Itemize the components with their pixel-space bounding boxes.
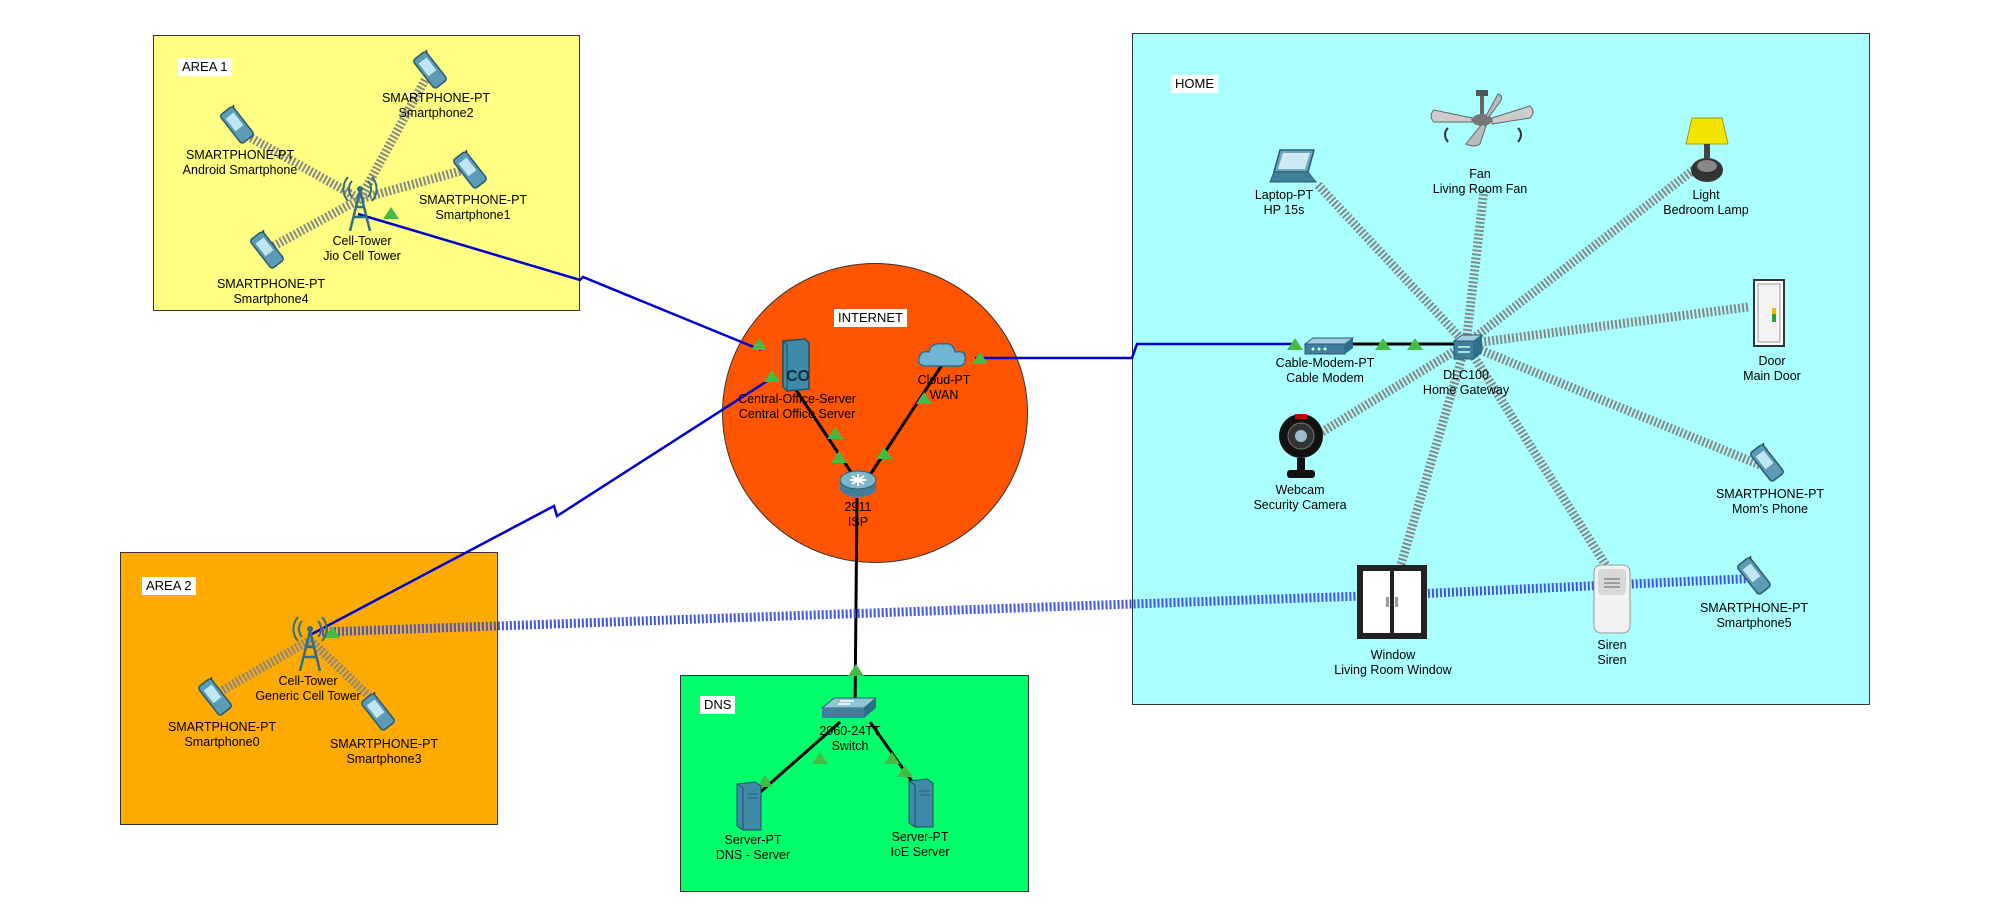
wireless-link-window-to-smartphone5[interactable]	[1391, 573, 1763, 600]
wireless-link-fan[interactable]	[1461, 189, 1489, 345]
lamp-icon[interactable]	[1682, 114, 1732, 186]
wireless-link-laptop[interactable]	[1314, 181, 1470, 348]
window-icon[interactable]	[1355, 563, 1429, 641]
link-up-marker	[751, 338, 767, 350]
smartphone-icon[interactable]	[215, 105, 259, 145]
server-icon[interactable]	[905, 775, 937, 829]
link-up-marker	[812, 752, 828, 764]
smartphone-icon[interactable]	[245, 230, 289, 270]
link-up-marker	[1407, 338, 1423, 350]
area2-title: AREA 2	[142, 577, 196, 595]
serial-link-wan-to-modem[interactable]	[975, 342, 1292, 360]
smartphone-icon[interactable]	[356, 692, 400, 732]
wireless-link-light[interactable]	[1463, 161, 1703, 348]
link-up-marker	[1287, 338, 1303, 350]
serial-link-jio-to-co[interactable]	[357, 212, 762, 352]
router-icon[interactable]	[838, 468, 878, 500]
wireless-link-webcam[interactable]	[1319, 340, 1469, 436]
area1-title: AREA 1	[178, 58, 232, 76]
smartphone-icon[interactable]	[448, 150, 492, 190]
copper-link-co-to-isp[interactable]	[794, 389, 857, 479]
link-up-marker	[831, 451, 847, 463]
home-gateway-icon[interactable]	[1452, 333, 1484, 363]
wireless-link-smartphone4[interactable]	[267, 195, 363, 252]
server-icon[interactable]	[733, 778, 765, 832]
link-up-marker	[764, 370, 780, 382]
area2-region: AREA 2	[120, 552, 498, 825]
link-up-marker	[757, 775, 773, 787]
wireless-link-door[interactable]	[1465, 302, 1749, 349]
link-up-marker	[324, 626, 340, 638]
dns-title: DNS	[700, 696, 736, 714]
internet-region: INTERNET	[722, 263, 1028, 563]
wireless-link-generic-tower-to-window[interactable]	[321, 590, 1393, 637]
wireless-link-smartphone1[interactable]	[358, 165, 466, 204]
link-up-marker	[972, 352, 988, 364]
link-up-marker	[1375, 338, 1391, 350]
door-icon[interactable]	[1752, 278, 1786, 348]
cable-modem-icon[interactable]	[1303, 336, 1355, 358]
area1-region: AREA 1	[153, 35, 580, 311]
siren-icon[interactable]	[1588, 563, 1636, 635]
link-up-marker	[884, 752, 900, 764]
link-up-marker	[848, 664, 864, 676]
internet-title: INTERNET	[834, 309, 907, 327]
copper-link-wan-to-isp[interactable]	[866, 364, 944, 479]
link-up-marker	[827, 427, 843, 439]
link-up-marker	[876, 447, 892, 459]
cell-tower-icon[interactable]	[292, 615, 328, 673]
webcam-icon[interactable]	[1278, 410, 1324, 482]
copper-link-switch-to-dns[interactable]	[756, 720, 841, 797]
cell-tower-icon[interactable]	[342, 175, 378, 233]
smartphone-icon[interactable]	[1732, 556, 1776, 596]
switch-icon[interactable]	[820, 696, 878, 722]
smartphone-icon[interactable]	[193, 677, 237, 717]
link-up-marker	[897, 765, 913, 777]
link-up-marker	[383, 207, 399, 219]
wireless-link-siren[interactable]	[1462, 341, 1616, 578]
home-title: HOME	[1171, 75, 1218, 93]
wireless-link-smartphone2[interactable]	[356, 77, 429, 202]
laptop-icon[interactable]	[1268, 148, 1320, 186]
central-office-server-icon[interactable]: CO	[775, 337, 815, 393]
cloud-icon[interactable]	[915, 340, 969, 370]
svg-text:CO: CO	[786, 368, 810, 385]
ceiling-fan-icon[interactable]	[1426, 88, 1538, 148]
smartphone-icon[interactable]	[408, 50, 452, 90]
link-up-marker	[916, 392, 932, 404]
smartphone-icon[interactable]	[1745, 443, 1789, 483]
wireless-link-moms-phone[interactable]	[1464, 339, 1762, 470]
serial-link-generic-to-co[interactable]	[311, 374, 776, 636]
